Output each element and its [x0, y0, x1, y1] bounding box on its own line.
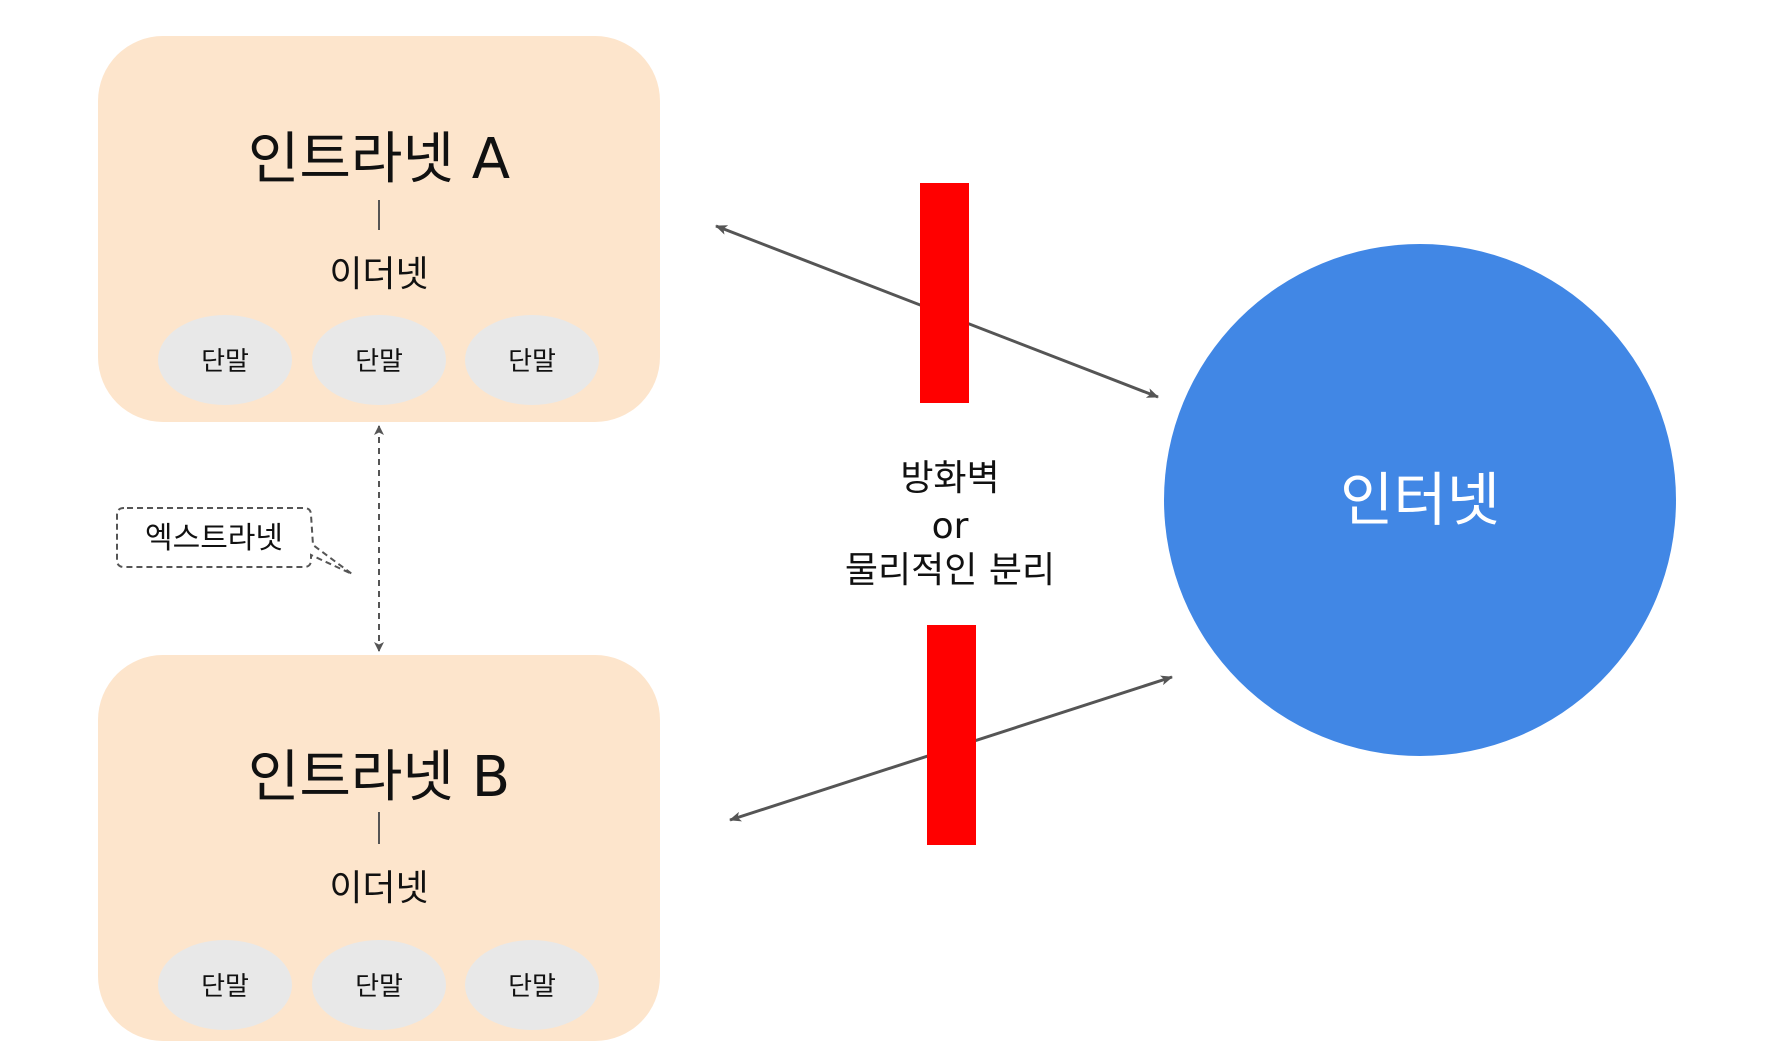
intranet-b-terminal-1: 단말 [158, 940, 292, 1030]
extranet-callout-bubble [116, 507, 353, 575]
firewall-label-line2: or [932, 506, 969, 547]
terminal-label: 단말 [355, 972, 403, 1002]
intranet-a-terminal-2: 단말 [312, 315, 446, 405]
intranet-a-box: 인트라넷 A 이더넷 단말 단말 단말 [98, 36, 660, 422]
terminal-label: 단말 [201, 972, 249, 1002]
terminal-label: 단말 [201, 347, 249, 377]
terminal-label: 단말 [508, 972, 556, 1002]
internet-label: 인터넷 [1340, 466, 1500, 534]
internet-circle [1164, 244, 1676, 756]
firewall-bottom [927, 625, 976, 845]
intranet-b-terminal-3: 단말 [465, 940, 599, 1030]
internet-node: 인터넷 [1164, 244, 1676, 756]
firewall-label: 방화벽 or 물리적인 분리 [845, 458, 1055, 591]
intranet-b-terminal-2: 단말 [312, 940, 446, 1030]
firewall-label-line3: 물리적인 분리 [845, 550, 1055, 591]
intranet-b-network: 이더넷 [329, 868, 428, 909]
terminal-label: 단말 [508, 347, 556, 377]
intranet-b-box: 인트라넷 B 이더넷 단말 단말 단말 [98, 655, 660, 1041]
intranet-a-title: 인트라넷 A [248, 127, 510, 192]
intranet-a-terminal-3: 단말 [465, 315, 599, 405]
intranet-a-terminal-1: 단말 [158, 315, 292, 405]
firewall-label-line1: 방화벽 [900, 458, 999, 499]
intranet-a-network: 이더넷 [329, 254, 428, 295]
firewall-top [920, 183, 969, 403]
terminal-label: 단말 [355, 347, 403, 377]
extranet-label: 엑스트라넷 [145, 521, 283, 556]
intranet-b-title: 인트라넷 B [248, 745, 510, 810]
extranet-callout: 엑스트라넷 [116, 507, 353, 575]
